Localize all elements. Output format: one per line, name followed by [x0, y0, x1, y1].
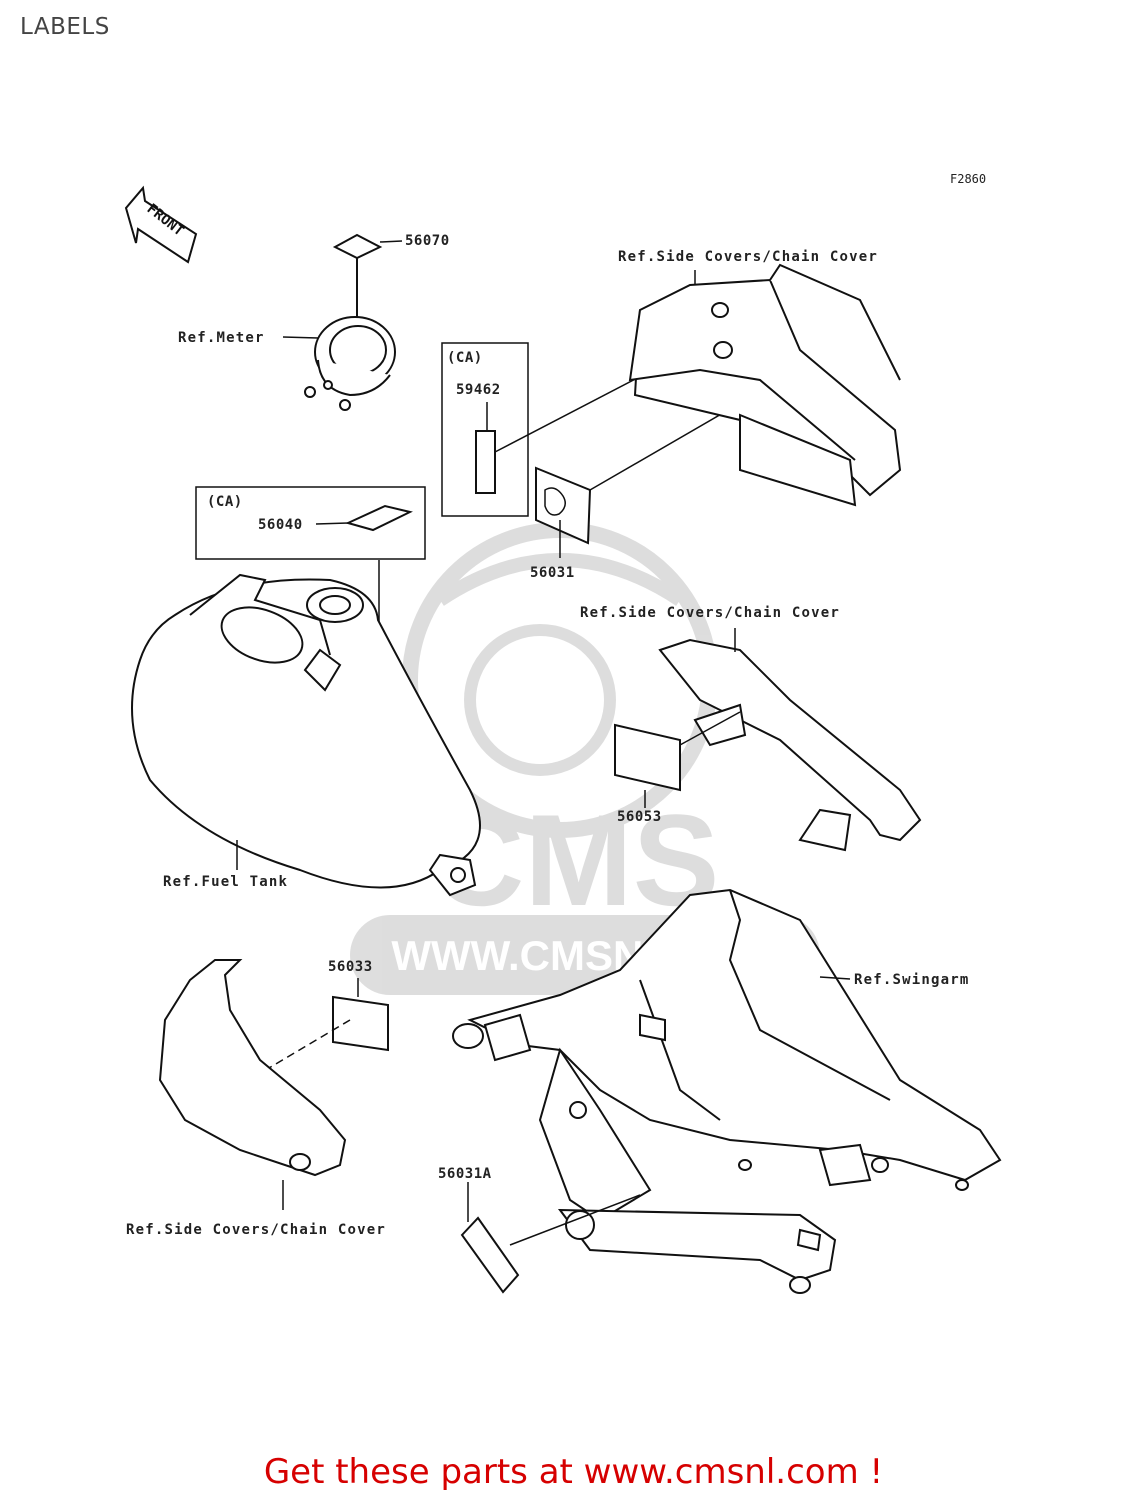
ca-callout-2: (CA)	[207, 494, 243, 510]
part-number-56031a[interactable]: 56031A	[438, 1166, 492, 1182]
chain-cover-top-drawing	[628, 263, 902, 507]
label-59462-shape	[475, 430, 496, 494]
label-56031a-shape	[460, 1216, 520, 1294]
front-arrow: FRONT	[124, 185, 198, 264]
label-56031-shape	[535, 466, 592, 545]
chain-cover-mid-drawing	[658, 638, 922, 852]
part-number-56070[interactable]: 56070	[405, 233, 450, 249]
leader-56070	[379, 240, 403, 243]
ca-callout-1: (CA)	[447, 350, 483, 366]
ref-side-covers-bottom: Ref.Side Covers/Chain Cover	[126, 1222, 386, 1238]
ref-side-covers-mid: Ref.Side Covers/Chain Cover	[580, 605, 840, 621]
ref-side-covers-top: Ref.Side Covers/Chain Cover	[618, 249, 878, 265]
part-number-56033[interactable]: 56033	[328, 959, 373, 975]
ca-box-2	[195, 486, 426, 560]
label-56053-shape	[614, 723, 681, 792]
ref-fuel-tank: Ref.Fuel Tank	[163, 874, 289, 890]
part-number-59462[interactable]: 59462	[456, 382, 501, 398]
ref-swingarm: Ref.Swingarm	[854, 972, 970, 988]
page-title: LABELS	[20, 14, 110, 40]
part-number-56040[interactable]: 56040	[258, 517, 303, 533]
meter-drawing	[304, 233, 396, 411]
ref-meter: Ref.Meter	[178, 330, 265, 346]
fuel-tank-drawing	[131, 573, 481, 897]
footer-link[interactable]: Get these parts at www.cmsnl.com !	[263, 1452, 884, 1492]
part-number-56031[interactable]: 56031	[530, 565, 575, 581]
label-56033-shape	[332, 995, 389, 1052]
leader-meter	[282, 336, 319, 339]
swingarm-drawing	[452, 888, 1002, 1294]
figure-code: F2860	[950, 172, 987, 186]
label-56040-shape	[345, 504, 413, 532]
side-cover-bottom-drawing	[158, 959, 347, 1177]
part-number-56053[interactable]: 56053	[617, 809, 662, 825]
ca-box-1	[441, 342, 529, 517]
